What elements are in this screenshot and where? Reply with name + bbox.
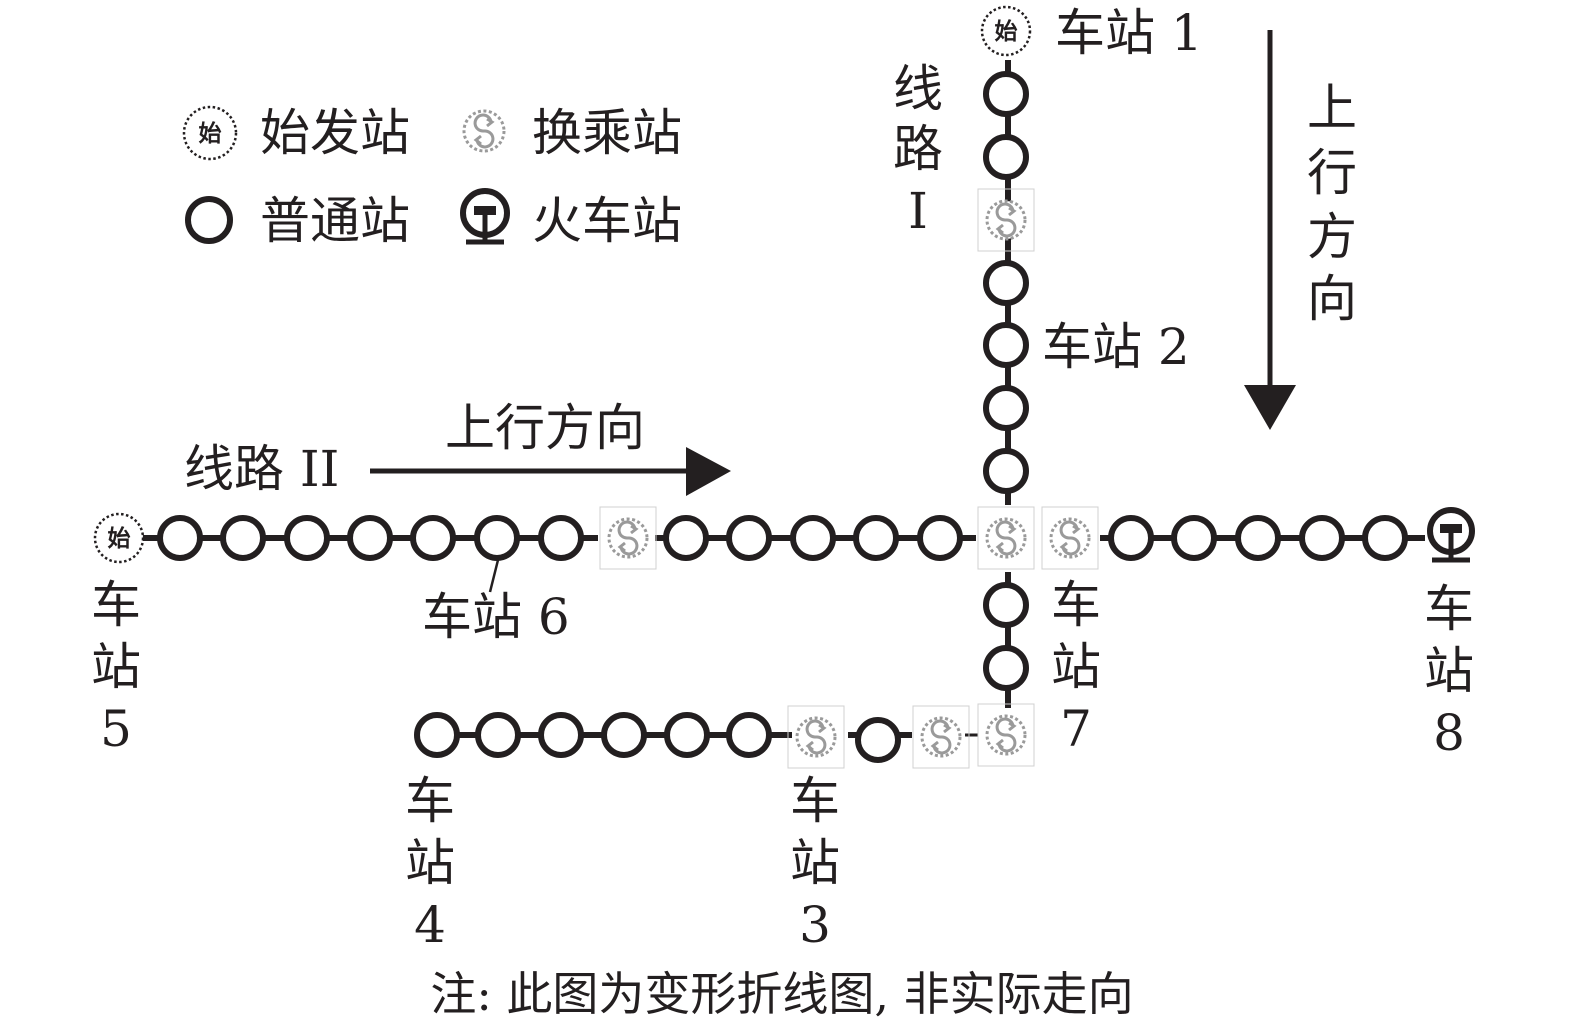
- normal-station: [347, 515, 393, 561]
- legend-transfer-label: 换乘站: [532, 104, 682, 162]
- normal-station: [601, 712, 647, 758]
- arrow-down-icon: [1244, 385, 1296, 430]
- svg-text:始: 始: [199, 120, 222, 147]
- svg-text:5: 5: [100, 700, 132, 758]
- normal-station: [983, 385, 1029, 431]
- legend-train-label: 火车站: [532, 192, 682, 250]
- svg-text:3: 3: [799, 896, 831, 954]
- normal-station: [983, 322, 1029, 368]
- station-1-label: 车站 1: [1055, 4, 1203, 62]
- line-2-name: 线路 II: [184, 440, 339, 498]
- normal-station: [983, 71, 1029, 117]
- transfer-station: [599, 506, 657, 570]
- svg-text:7: 7: [1060, 700, 1092, 758]
- normal-station: [983, 134, 1029, 180]
- normal-station: [664, 712, 710, 758]
- transfer-station: [977, 188, 1035, 252]
- svg-text:站: 站: [790, 834, 840, 892]
- svg-text:车: 车: [1051, 576, 1101, 634]
- legend-start-icon: 始: [182, 105, 238, 161]
- footnote: 注: 此图为变形折线图, 非实际走向: [430, 967, 1133, 1021]
- legend-train-icon: [460, 188, 510, 245]
- arrow-right-icon: [686, 447, 731, 496]
- normal-station: [220, 515, 266, 561]
- train-station-icon: [1427, 507, 1475, 563]
- normal-station: [538, 712, 584, 758]
- svg-text:站: 站: [405, 834, 455, 892]
- normal-station: [1362, 515, 1408, 561]
- start-glyph: 始: [995, 18, 1018, 45]
- transfer-station: [977, 506, 1035, 570]
- normal-station: [1235, 515, 1281, 561]
- normal-station: [475, 712, 521, 758]
- station-4-label: 车 站 4: [405, 772, 455, 954]
- svg-text:车: 车: [91, 576, 141, 634]
- normal-station: [410, 515, 456, 561]
- svg-text:站: 站: [91, 638, 141, 696]
- normal-station: [983, 448, 1029, 494]
- svg-text:向: 向: [1307, 270, 1357, 328]
- normal-station: [1299, 515, 1345, 561]
- svg-text:方: 方: [1307, 208, 1357, 266]
- start-station-5: 始: [93, 512, 145, 564]
- normal-station: [1171, 515, 1217, 561]
- normal-station: [284, 515, 330, 561]
- svg-text:车: 车: [1424, 580, 1474, 638]
- normal-station: [983, 645, 1029, 691]
- normal-station: [1108, 515, 1154, 561]
- normal-stations: [157, 71, 1408, 763]
- svg-text:4: 4: [414, 896, 446, 954]
- start-station-1: 始: [980, 5, 1032, 57]
- transfer-station: [1041, 506, 1099, 570]
- normal-station: [663, 515, 709, 561]
- direction-vertical: 上 行 方 向: [1244, 30, 1357, 430]
- start-glyph: 始: [108, 525, 131, 552]
- svg-text:站: 站: [1051, 638, 1101, 696]
- transfer-station: [912, 705, 970, 769]
- normal-station: [983, 260, 1029, 306]
- station-7-label: 车 站 7: [1051, 576, 1101, 758]
- normal-station: [983, 582, 1029, 628]
- legend-normal-icon: [185, 196, 233, 244]
- svg-text:站: 站: [1424, 642, 1474, 700]
- svg-text:路: 路: [893, 120, 943, 178]
- normal-station: [414, 712, 460, 758]
- station-6-leader: [488, 559, 500, 593]
- transfer-stations: [599, 188, 1099, 769]
- legend-normal-label: 普通站: [260, 192, 410, 250]
- station-2-label: 车站 2: [1042, 318, 1190, 376]
- normal-station: [157, 515, 203, 561]
- line-1-name: 线 路 I: [893, 60, 943, 240]
- svg-text:车: 车: [405, 772, 455, 830]
- direction-horizontal-label: 上行方向: [445, 399, 645, 457]
- legend: 始 始发站 换乘站 普通站 火车站: [182, 104, 682, 250]
- legend-start-label: 始发站: [260, 104, 410, 162]
- legend-transfer-icon: [462, 109, 506, 153]
- transfer-station: [977, 703, 1035, 767]
- normal-station: [538, 515, 584, 561]
- station-3-label: 车 站 3: [790, 772, 840, 954]
- station-6-label: 车站 6: [422, 588, 570, 646]
- svg-text:行: 行: [1307, 144, 1357, 202]
- normal-station: [853, 515, 899, 561]
- station-5-label: 车 站 5: [91, 576, 141, 758]
- normal-station: [790, 515, 836, 561]
- normal-station: [726, 712, 772, 758]
- direction-horizontal: 上行方向: [370, 399, 731, 496]
- station-8-label: 车 站 8: [1424, 580, 1474, 762]
- svg-text:车: 车: [790, 772, 840, 830]
- normal-station: [726, 515, 772, 561]
- transfer-station: [787, 705, 845, 769]
- svg-text:上: 上: [1307, 79, 1357, 137]
- svg-text:8: 8: [1433, 704, 1465, 762]
- svg-text:线: 线: [893, 60, 943, 118]
- normal-station: [855, 717, 901, 763]
- normal-station: [474, 515, 520, 561]
- normal-station: [917, 515, 963, 561]
- svg-text:I: I: [908, 182, 928, 240]
